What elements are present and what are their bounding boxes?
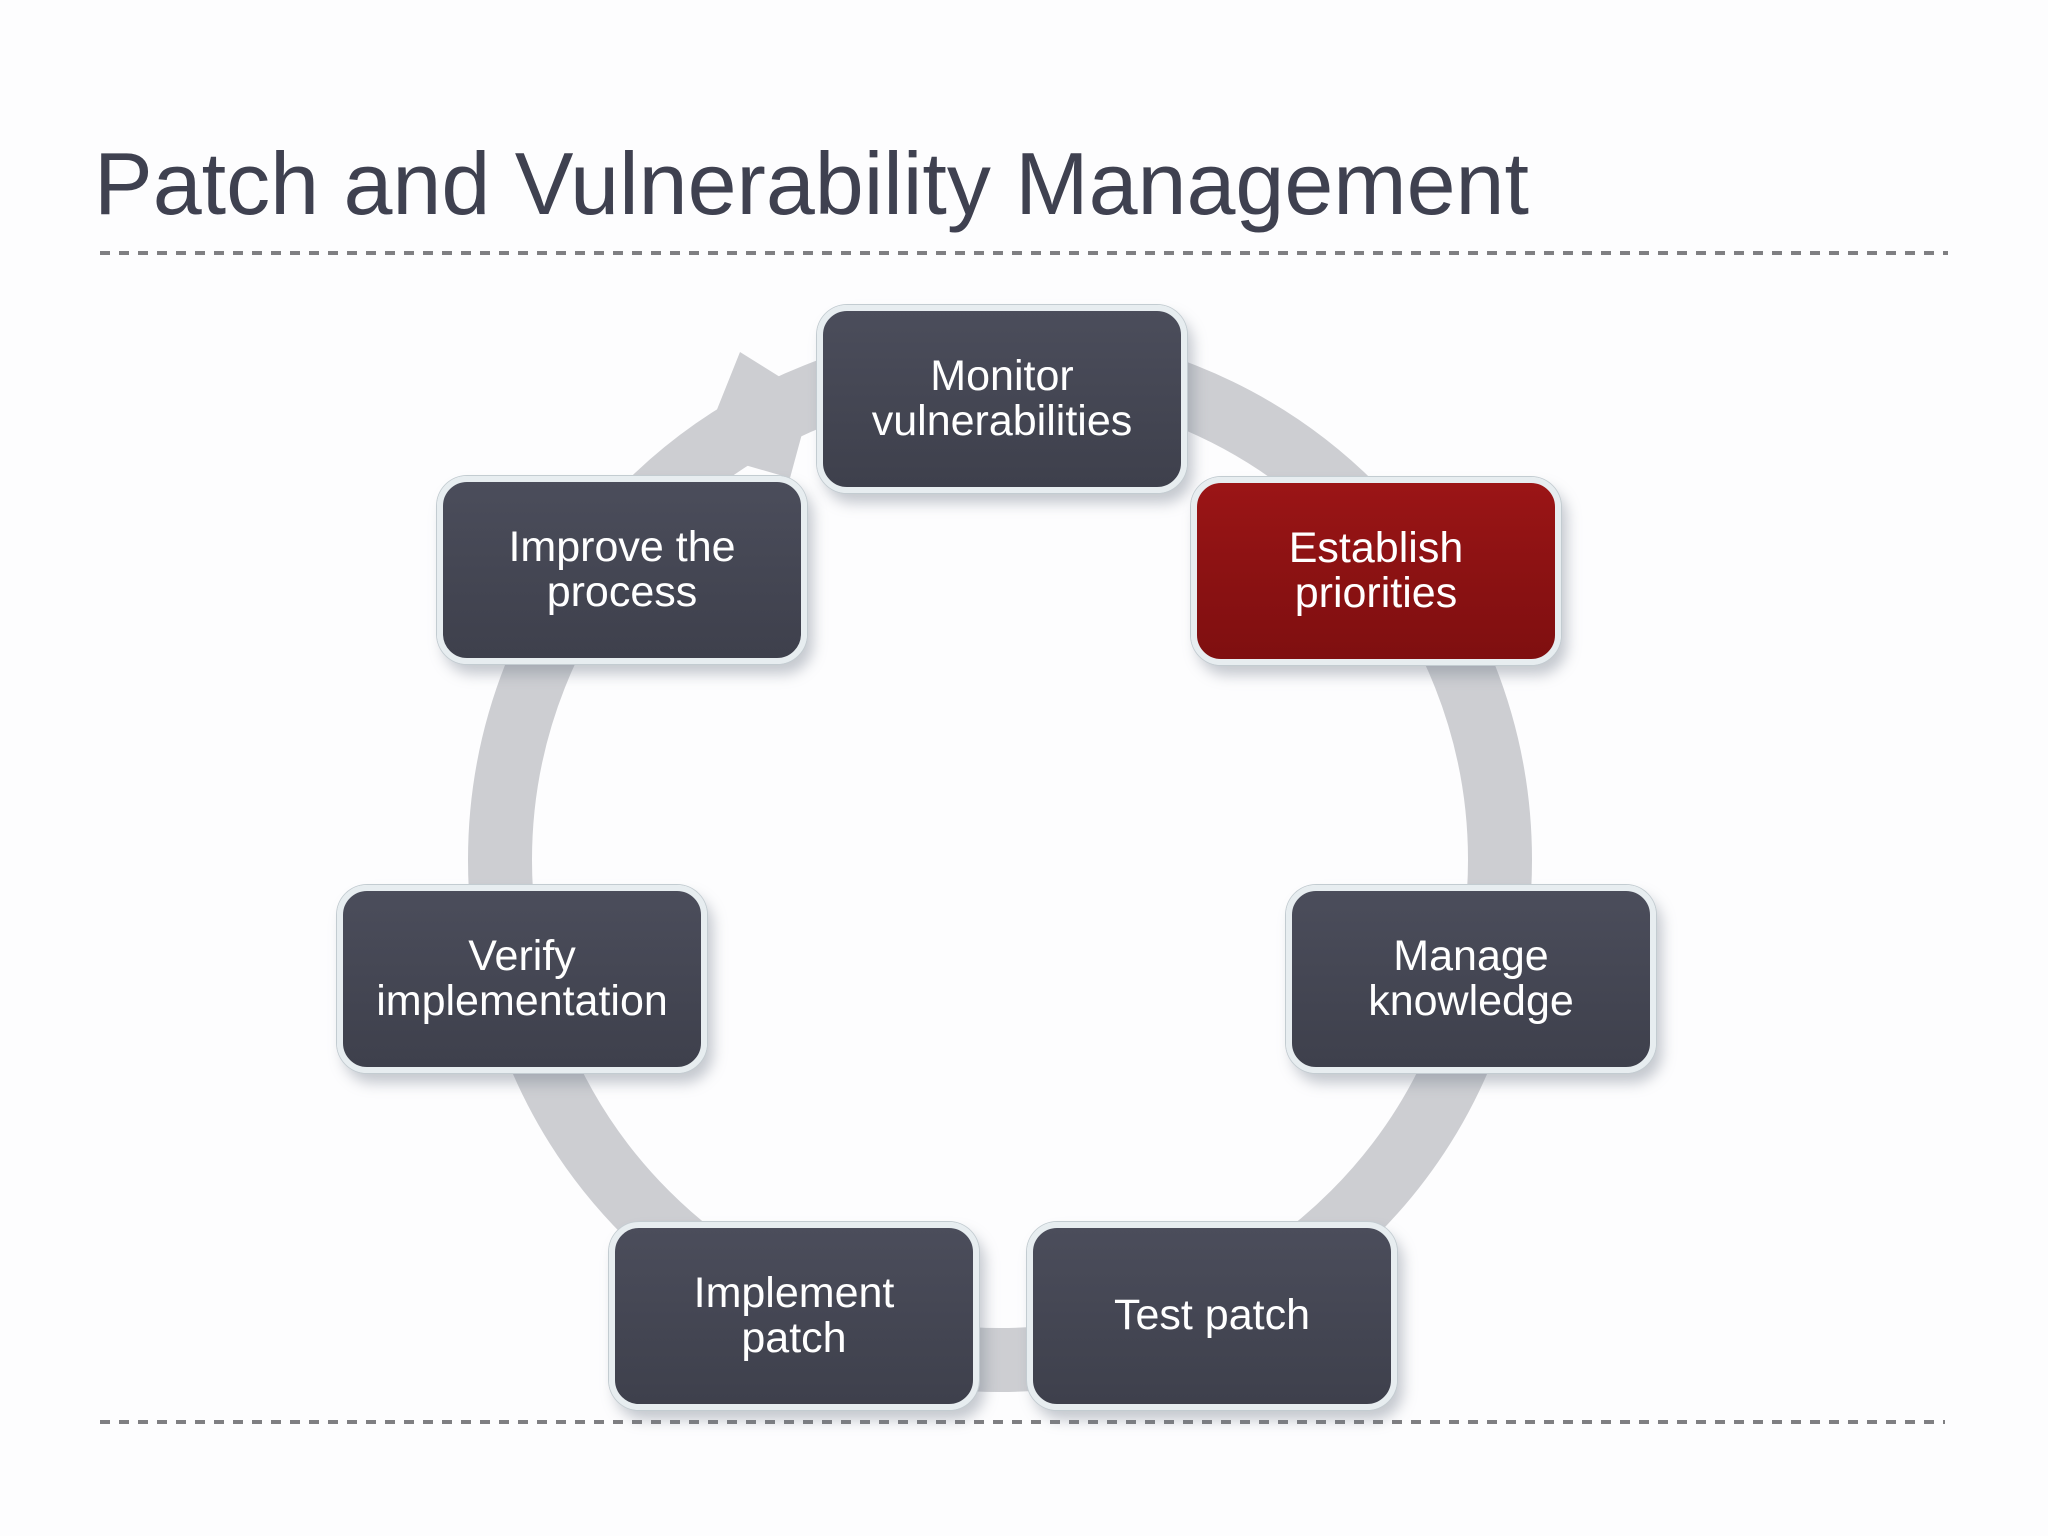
- step-verify-implementation: Verify implementation: [337, 885, 707, 1073]
- step-test-patch: Test patch: [1027, 1222, 1397, 1410]
- step-label: Verify implementation: [376, 931, 668, 1025]
- title-divider-dashed-line: [100, 251, 1948, 255]
- step-implement-patch: Implement patch: [609, 1222, 979, 1410]
- cycle-arrow-icon: [700, 352, 812, 478]
- step-improve-the-process: Improve the process: [437, 476, 807, 664]
- page-title: Patch and Vulnerability Management: [94, 134, 1529, 233]
- step-monitor-vulnerabilities: Monitor vulnerabilities: [817, 305, 1187, 493]
- step-label: Improve the process: [508, 522, 736, 616]
- step-label: Test patch: [1114, 1291, 1310, 1340]
- step-label: Establish priorities: [1288, 523, 1464, 617]
- footer-divider-dashed-line: [100, 1420, 1945, 1424]
- step-label: Manage knowledge: [1368, 931, 1574, 1025]
- step-label: Implement patch: [693, 1268, 895, 1362]
- step-label: Monitor vulnerabilities: [871, 351, 1133, 445]
- step-manage-knowledge: Manage knowledge: [1286, 885, 1656, 1073]
- step-establish-priorities: Establish priorities: [1191, 477, 1561, 665]
